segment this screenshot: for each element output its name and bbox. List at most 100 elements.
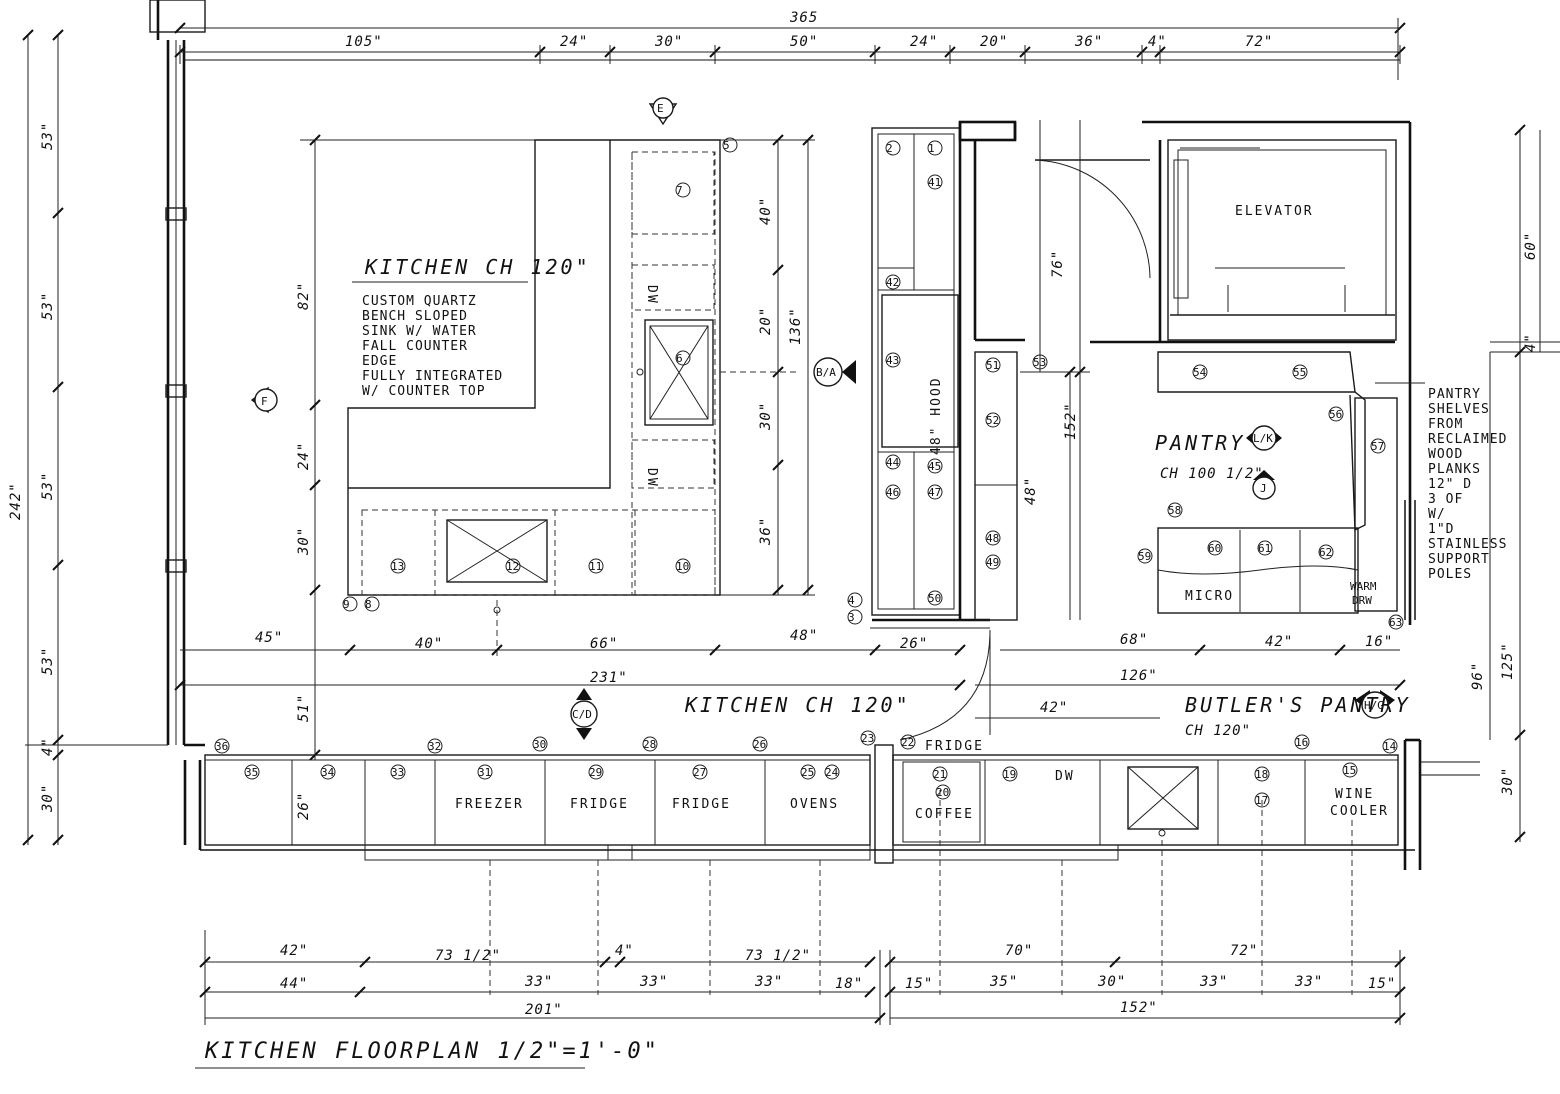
cabinet-tag-circle xyxy=(885,274,901,290)
kitchen-ch-label-upper: KITCHEN CH 120" xyxy=(364,255,591,279)
butlers-pantry-ch: CH 120" xyxy=(1185,723,1251,739)
cabinet-tag: 7 xyxy=(676,184,683,197)
island-note-line: FULLY INTEGRATED xyxy=(362,369,503,384)
cabinet-tag-circle xyxy=(1318,544,1334,560)
cabinet-tag: 24 xyxy=(825,766,839,779)
dim-left-3: 53" xyxy=(40,472,56,500)
ovens-label: OVENS xyxy=(790,797,839,812)
cabinet-tag: 46 xyxy=(886,486,899,499)
cabinet-tag-circle xyxy=(1388,614,1404,630)
dim-mid-66: 66" xyxy=(590,636,618,652)
island-note-line: BENCH SLOPED xyxy=(362,309,468,324)
pantry-ch: CH 100 1/2" xyxy=(1160,466,1264,482)
cabinet-tag: 30 xyxy=(533,738,546,751)
dim-left-5: 4" xyxy=(40,737,56,756)
island-dw-1: DW xyxy=(644,285,659,305)
cabinet-tag-circle xyxy=(885,140,901,156)
mid-horizontal-dims: 45" 40" 66" 48" 26" 231" 68" 42" 16" 126… xyxy=(174,628,1408,739)
cabinet-tag: 49 xyxy=(986,556,999,569)
dim-top-3: 30" xyxy=(654,34,683,50)
dim-top-7: 36" xyxy=(1074,34,1103,50)
cabinet-tag-circle xyxy=(824,764,840,780)
dim-right-60: 60" xyxy=(1523,232,1539,260)
dim-mid-42b: 42" xyxy=(1040,700,1068,716)
dim-island-30: 30" xyxy=(296,527,312,556)
cabinet-tag-circle xyxy=(1257,540,1273,556)
mid-vertical-dims: 76" 48" 152" xyxy=(1020,120,1090,620)
cabinet-tag: 45 xyxy=(928,460,941,473)
svg-text:J: J xyxy=(1260,482,1267,495)
dim-left-2: 53" xyxy=(40,292,56,320)
cabinet-tag: 29 xyxy=(589,766,602,779)
hood-label: 48" HOOD xyxy=(929,376,944,455)
dim-top-5: 24" xyxy=(910,34,938,50)
cabinet-tag: 21 xyxy=(933,768,946,781)
cabinet-tag-circle xyxy=(1137,548,1153,564)
cabinet-tag: 18 xyxy=(1255,768,1268,781)
pantry-note-line: 3 OF xyxy=(1428,492,1463,507)
svg-text:F: F xyxy=(261,395,268,408)
dim-bottom-44: 44" xyxy=(280,976,308,992)
dw-label: DW xyxy=(1055,769,1075,784)
cabinet-tag-circle xyxy=(1254,792,1270,808)
cabinet-tag: 47 xyxy=(928,486,941,499)
dim-island-20: 20" xyxy=(758,307,774,335)
cabinet-tag: 16 xyxy=(1295,736,1308,749)
cabinet-tag: 27 xyxy=(693,766,706,779)
cabinet-tag-circle xyxy=(1002,766,1018,782)
island-note-line: W/ COUNTER TOP xyxy=(362,384,486,399)
cabinet-tag-circle xyxy=(800,764,816,780)
cabinet-tag-circle xyxy=(505,558,521,574)
dim-bottom-42: 42" xyxy=(280,943,308,959)
cabinet-tag: 34 xyxy=(321,766,335,779)
cabinet-tag: 32 xyxy=(428,740,441,753)
pantry-note-line: POLES xyxy=(1428,567,1472,582)
cabinet-tag: 60 xyxy=(1208,542,1221,555)
warm-drawer-label: WARM xyxy=(1350,580,1377,593)
cabinet-tag: 61 xyxy=(1258,542,1271,555)
dim-76: 76" xyxy=(1050,250,1066,278)
dim-mid-40: 40" xyxy=(415,636,443,652)
cabinet-tag-circle xyxy=(847,592,863,608)
marker-hg: H/G xyxy=(1355,690,1395,719)
dim-48: 48" xyxy=(1023,477,1039,505)
dim-mid-231: 231" xyxy=(590,670,628,686)
cabinet-tag: 26 xyxy=(753,738,766,751)
cabinet-tag: 11 xyxy=(589,560,602,573)
cabinet-tag-circle xyxy=(1167,502,1183,518)
pantry-note-line: WOOD xyxy=(1428,447,1463,462)
svg-text:H/G: H/G xyxy=(1364,699,1384,712)
cabinet-tag-circle xyxy=(927,174,943,190)
bottom-cabinet-run: FREEZER FRIDGE FRIDGE OVENS FRIDGE COFFE… xyxy=(200,738,1480,870)
svg-text:C/D: C/D xyxy=(572,708,592,721)
cabinet-tag: 31 xyxy=(478,766,491,779)
island-right-dims: 40" 20" 30" 36" 136" xyxy=(720,134,815,596)
cabinet-tag: 13 xyxy=(391,560,404,573)
cabinet-tag-circle xyxy=(927,458,943,474)
dim-island-30b: 30" xyxy=(758,402,774,431)
dim-bottom-15b: 15" xyxy=(1368,976,1396,992)
cabinet-tag: 33 xyxy=(391,766,404,779)
cabinet-tag: 19 xyxy=(1003,768,1016,781)
cabinet-tag: 54 xyxy=(1193,366,1207,379)
marker-f: F xyxy=(250,386,278,414)
pantry-note-line: PLANKS xyxy=(1428,462,1481,477)
island-note-line: FALL COUNTER xyxy=(362,339,468,354)
dim-gap-26: 26" xyxy=(296,792,312,820)
coffee-label: COFFEE xyxy=(915,807,974,822)
dim-overall-width: 365 xyxy=(789,10,818,26)
cabinet-tag: 8 xyxy=(365,598,372,611)
cabinet-tag: 59 xyxy=(1138,550,1151,563)
pantry-note-line: SHELVES xyxy=(1428,402,1490,417)
cabinet-tag: 2 xyxy=(886,142,893,155)
left-dimension-string: 242" 53" 53" 53" 53" 4" 30" xyxy=(8,29,168,846)
cabinet-tag-circle xyxy=(588,558,604,574)
dim-bottom-18: 18" xyxy=(835,976,863,992)
cabinet-tag-circle xyxy=(1294,734,1310,750)
dim-right-125: 125" xyxy=(1500,642,1516,680)
svg-text:L/K: L/K xyxy=(1253,432,1273,445)
dim-overall-height: 242" xyxy=(8,482,24,520)
cabinet-tag-circle xyxy=(885,484,901,500)
